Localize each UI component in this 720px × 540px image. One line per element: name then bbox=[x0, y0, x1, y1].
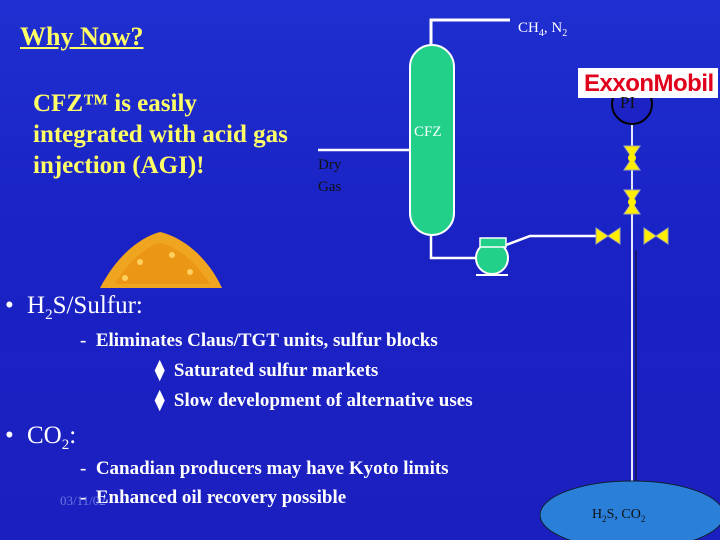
well-label: H2S, CO2 bbox=[592, 507, 646, 524]
bullet-co2-line1: - Canadian producers may have Kyoto limi… bbox=[80, 458, 449, 479]
bullet-h2s-sub2: ⧫ Slow development of alternative uses bbox=[155, 390, 473, 411]
overhead-gas-label: CH4, N2 bbox=[518, 20, 568, 39]
bottoms-line bbox=[429, 235, 478, 260]
pi-label: PI bbox=[620, 93, 636, 112]
sulfur-pile-image bbox=[100, 232, 222, 288]
dry-gas-label: Dry Gas bbox=[318, 157, 342, 195]
pump-icon bbox=[475, 237, 509, 276]
bullet-h2s-sub1: ⧫ Saturated sulfur markets bbox=[155, 360, 379, 381]
slide-title: Why Now? bbox=[20, 22, 144, 51]
reservoir-ellipse bbox=[539, 480, 720, 540]
bullet-h2s-sulfur: •H2S/Sulfur: bbox=[5, 292, 143, 323]
valve-icon-upper bbox=[623, 145, 641, 171]
discharge-line bbox=[505, 234, 600, 247]
valve-icon-right bbox=[643, 227, 669, 245]
overhead-gas-line bbox=[429, 18, 510, 55]
bullet-co2: •CO2: bbox=[5, 422, 77, 453]
footer-date: 03/11/02 bbox=[60, 493, 106, 508]
column-label: CFZ bbox=[414, 124, 442, 140]
bullet-co2-line2: - Enhanced oil recovery possible bbox=[80, 487, 347, 508]
bullet-h2s-line: - Eliminates Claus/TGT units, sulfur blo… bbox=[80, 330, 438, 351]
valve-icon-left bbox=[595, 227, 621, 245]
valve-icon-lower bbox=[623, 189, 641, 215]
exxonmobil-logo: ExxonMobil bbox=[578, 68, 718, 98]
intro-text: CFZ™ is easily integrated with acid gas … bbox=[33, 90, 288, 179]
